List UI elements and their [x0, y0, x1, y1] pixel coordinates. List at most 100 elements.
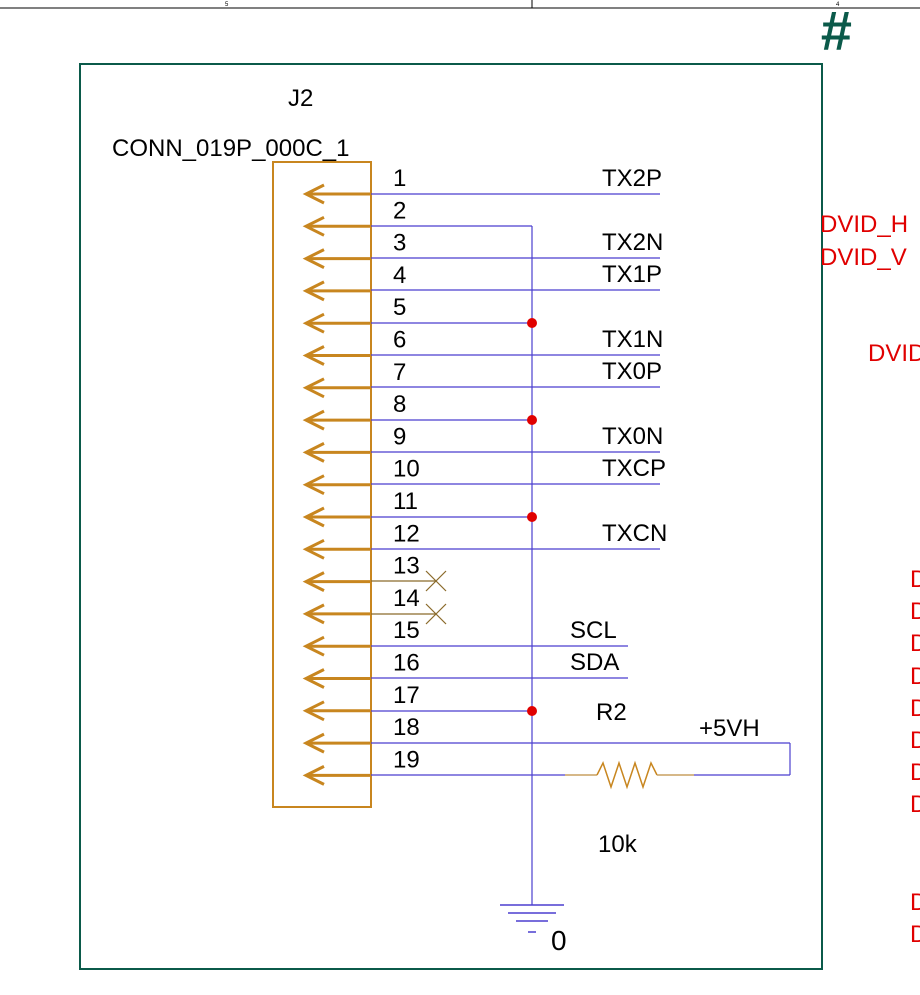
pin-arrow [302, 635, 325, 657]
pin-arrow [302, 700, 325, 722]
offpage-label-d: D [910, 759, 920, 786]
pin-arrow [302, 442, 325, 463]
junction-dot [527, 318, 537, 328]
connector-pin: 15 [302, 617, 420, 657]
connector-pin: 2 [302, 197, 406, 237]
offpage-label-dvid-h: DVID_H [820, 211, 908, 238]
net-label-tx1n: TX1N [602, 326, 663, 353]
connector-pin: 3 [302, 230, 406, 269]
pin-arrow [302, 765, 325, 786]
offpage-label-d: D [910, 921, 920, 948]
sheet-top-border: 5 4 [0, 0, 920, 9]
connector-pin: 6 [302, 327, 406, 366]
pin-number: 18 [393, 714, 420, 741]
pin-arrow [302, 474, 325, 496]
ground-net-label: 0 [551, 925, 567, 956]
net-wires [371, 193, 791, 905]
ruler-mark-right: 4 [836, 2, 840, 8]
pin-number: 12 [393, 520, 420, 547]
resistor-r2 [565, 760, 694, 790]
connector-ref: J2 [288, 85, 313, 112]
connector-part-name: CONN_019P_000C_1 [112, 135, 349, 162]
pin-number: 14 [393, 585, 420, 612]
net-label-tx0n: TX0N [602, 423, 663, 450]
resistor-ref: R2 [596, 699, 627, 726]
connector-pin: 13 [302, 553, 420, 592]
pin-arrow [302, 732, 325, 754]
offpage-label-d: D [910, 630, 920, 657]
offpage-label-d: D [910, 695, 920, 722]
connector-pin: 1 [302, 165, 406, 205]
pin-arrow [302, 506, 325, 528]
pin-arrow [302, 248, 325, 269]
net-label-txcn: TXCN [602, 520, 667, 547]
junction-dot [527, 415, 537, 425]
offpage-label-d: D [910, 727, 920, 754]
pin-number: 4 [393, 262, 406, 289]
pin-number: 16 [393, 650, 420, 677]
offpage-label-d: D [910, 566, 920, 593]
net-labels: TX2P TX2N TX1P TX1N TX0P TX0N TXCP TXCN … [570, 165, 760, 742]
connector-pin: 12 [302, 520, 420, 560]
pin-number: 6 [393, 327, 406, 354]
connector-pin: 19 [302, 746, 420, 786]
connector-pin: 4 [302, 262, 406, 302]
pin-arrow [302, 215, 325, 237]
offpage-label-d: D [910, 791, 920, 818]
offpage-label-d: D [910, 889, 920, 916]
net-label-tx2p: TX2P [602, 165, 662, 192]
connector-pin: 18 [302, 714, 420, 754]
connector-pin: 16 [302, 650, 420, 689]
pin-number: 3 [393, 230, 406, 257]
offpage-label-dvid-v: DVID_V [820, 244, 907, 271]
net-label-sda: SDA [570, 649, 619, 676]
pin-arrow [302, 377, 325, 399]
connector-pin: 10 [302, 456, 420, 496]
connector-pin: 5 [302, 294, 406, 334]
resistor-value: 10k [598, 831, 638, 858]
pin-arrow [302, 668, 325, 689]
pin-arrow [302, 183, 325, 205]
net-label-tx1p: TX1P [602, 261, 662, 288]
net-label-tx0p: TX0P [602, 358, 662, 385]
offpage-label-d: D [910, 598, 920, 625]
pin-number: 13 [393, 553, 420, 580]
ruler-mark-left: 5 [225, 2, 229, 8]
offpage-label-dvid: DVID [868, 340, 920, 367]
net-label-tx2n: TX2N [602, 229, 663, 256]
pin-arrow [302, 409, 325, 431]
hash-symbol: # [820, 0, 852, 62]
pin-arrow [302, 280, 325, 302]
connector-pin: 14 [302, 585, 420, 625]
ground-symbol [500, 904, 564, 933]
connector-pin: 8 [302, 391, 406, 431]
pin-arrow [302, 571, 325, 592]
pin-number: 10 [393, 456, 420, 483]
pin-number: 17 [393, 682, 420, 709]
connector-pin: 11 [302, 488, 418, 528]
pin-number: 9 [393, 423, 406, 450]
net-label-txcp: TXCP [602, 455, 666, 482]
pin-arrow [302, 312, 325, 334]
pin-number: 1 [393, 165, 406, 192]
net-label-scl: SCL [570, 617, 617, 644]
junction-dot [527, 512, 537, 522]
junction-dot [527, 706, 537, 716]
connector-pin: 17 [302, 682, 420, 722]
pin-number: 7 [393, 359, 406, 386]
net-label-5vh: +5VH [699, 715, 760, 742]
offpage-label-d: D [910, 663, 920, 690]
no-connect-markers [371, 570, 447, 625]
junction-dots [527, 318, 537, 716]
pin-number: 5 [393, 294, 406, 321]
pin-arrow [302, 538, 325, 560]
pin-number: 15 [393, 617, 420, 644]
connector-pin: 7 [302, 359, 406, 399]
block-frame [79, 63, 823, 970]
pin-number: 2 [393, 197, 406, 224]
pin-number: 8 [393, 391, 406, 418]
